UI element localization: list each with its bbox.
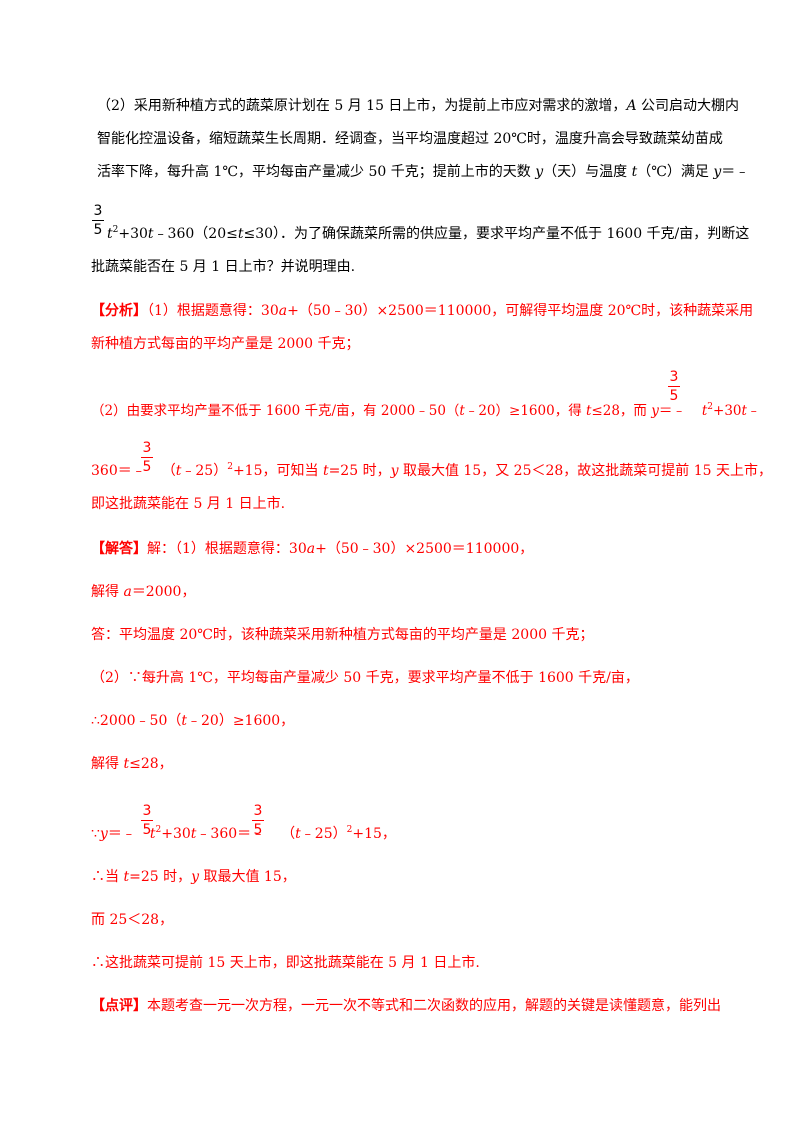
solution-line-5: ∴2000﹣50（t﹣20）≥1600， — [91, 713, 295, 729]
analysis-line-5: 即这批蔬菜能在 5 月 1 日上市. — [91, 496, 286, 512]
solution-line-8: ∴当 t=25 时，y 取最大值 15， — [91, 869, 296, 885]
solution-line-9: 而 25＜28， — [91, 912, 174, 928]
solution-line-4: （2）∵每升高 1℃，平均每亩产量减少 50 千克，要求平均产量不低于 1600… — [91, 670, 639, 686]
solution-line-3: 答：平均温度 20℃时，该种蔬菜采用新种植方式每亩的平均产量是 2000 千克； — [91, 627, 594, 643]
solution-line-1: 【解答】解：（1）根据题意得：30a+（50﹣30）×2500＝110000， — [91, 541, 534, 557]
problem-line-5: 批蔬菜能否在 5 月 1 日上市？并说明理由. — [91, 259, 356, 275]
solution-line-2: 解得 a＝2000， — [91, 584, 196, 600]
comment-line: 【点评】本题考查一元一次方程，一元一次不等式和二次函数的应用，解题的关键是读懂题… — [91, 998, 721, 1014]
comment-tag: 【点评】 — [91, 998, 147, 1014]
analysis-tag: 【分析】 — [91, 303, 147, 319]
solution-line-6: 解得 t≤28， — [91, 756, 173, 772]
solution-line-10: ∴这批蔬菜可提前 15 天上市，即这批蔬菜能在 5 月 1 日上市. — [91, 955, 480, 971]
problem-line-4: t2+30t﹣360（20≤t≤30）．为了确保蔬菜所需的供应量，要求平均产量不… — [107, 225, 750, 242]
solution-line-7: ∵y＝﹣t2+30t﹣360＝﹣（t﹣25）2+15， — [91, 825, 396, 842]
analysis-line-1: 【分析】（1）根据题意得：30a+（50﹣30）×2500＝110000，可解得… — [91, 303, 754, 319]
analysis-line-4: 360＝﹣（t﹣25）2+15，可知当 t=25 时，y 取最大值 15，又 2… — [91, 462, 773, 479]
analysis-line-3: （2）由要求平均产量不低于 1600 千克/亩，有 2000﹣50（t﹣20）≥… — [91, 402, 761, 419]
analysis-line-2: 新种植方式每亩的平均产量是 2000 千克； — [91, 336, 360, 352]
problem-line-3: 活率下降，每升高 1℃，平均每亩产量减少 50 千克；提前上市的天数 y（天）与… — [97, 164, 750, 180]
problem-line-2: 智能化控温设备，缩短蔬菜生长周期．经调查，当平均温度超过 20℃时，温度升高会导… — [97, 131, 723, 147]
solution-tag: 【解答】 — [91, 541, 147, 557]
problem-line-1: （2）采用新种植方式的蔬菜原计划在 5 月 15 日上市，为提前上市应对需求的激… — [97, 98, 740, 114]
